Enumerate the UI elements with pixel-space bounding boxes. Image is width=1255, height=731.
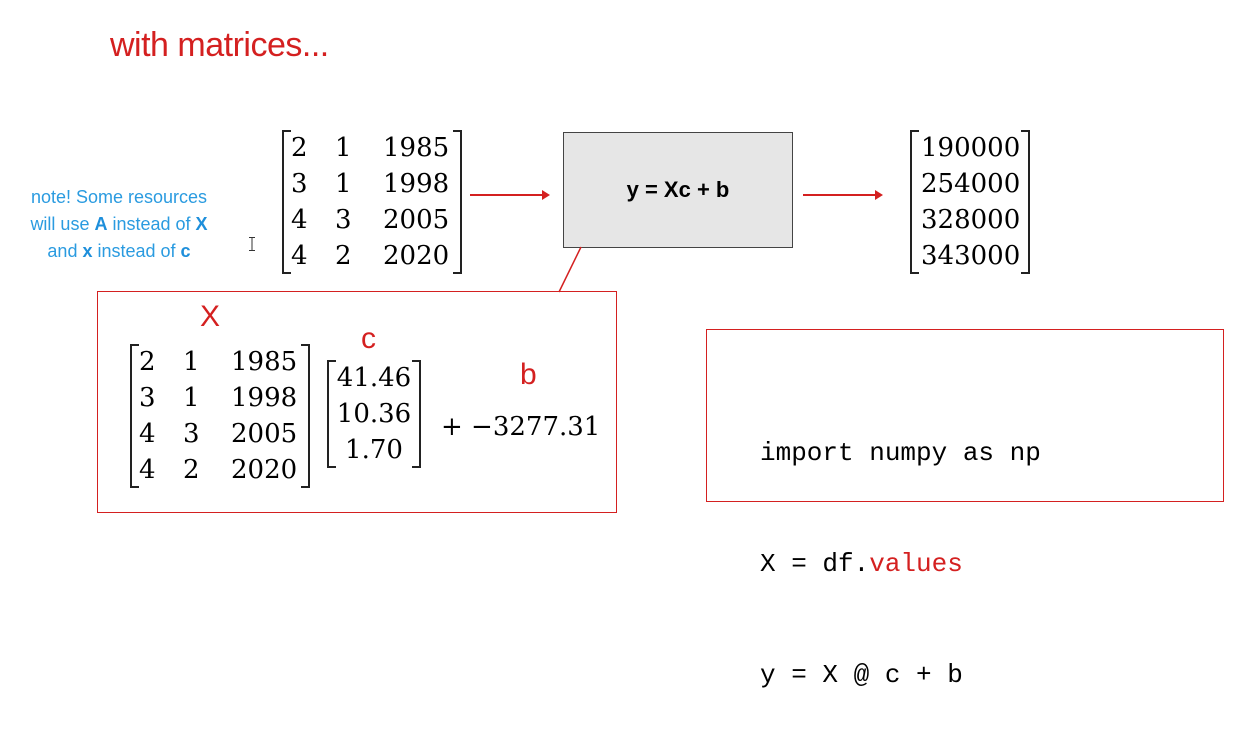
matrix-cell: 3 <box>291 169 308 199</box>
note-line-1: note! Some resources <box>30 187 208 207</box>
code-line-2: X = df.values <box>760 549 963 579</box>
vector-cell: 328000 <box>921 205 1021 235</box>
vector-cell: 190000 <box>921 133 1021 163</box>
detail-x-matrix: 2 3 4 4 1 1 3 2 1985 1998 2005 2020 <box>130 344 310 488</box>
matrix-cell: 2005 <box>231 419 298 449</box>
vector-bracket-right <box>412 360 421 468</box>
code-box <box>706 329 1224 502</box>
arrow-to-formula <box>470 190 550 200</box>
vector-bracket-left <box>910 130 919 274</box>
matrix-cell: 2 <box>335 241 352 271</box>
vector-bracket-left <box>327 360 336 468</box>
matrix-cell: 4 <box>139 455 156 485</box>
matrix-cell: 3 <box>139 383 156 413</box>
detail-box <box>97 291 617 513</box>
connector-line <box>558 246 582 293</box>
b-label: b <box>520 358 537 391</box>
code-line-1: import numpy as np <box>760 438 1041 468</box>
formula-box: y = Xc + b <box>563 132 793 248</box>
matrix-cell: 4 <box>291 241 308 271</box>
vector-cell: 254000 <box>921 169 1021 199</box>
vector-bracket-right <box>1021 130 1030 274</box>
matrix-cell: 2 <box>183 455 200 485</box>
vector-cell: 10.36 <box>336 399 412 429</box>
matrix-cell: 2 <box>139 347 156 377</box>
vector-cell: 1.70 <box>345 435 403 465</box>
note-line-3: and x instead of c <box>47 241 191 261</box>
matrix-cell: 2020 <box>231 455 298 485</box>
matrix-cell: 2020 <box>383 241 450 271</box>
code-line-3: y = X @ c + b <box>760 660 963 690</box>
matrix-cell: 1 <box>183 347 200 377</box>
matrix-cell: 1 <box>335 133 352 163</box>
matrix-bracket-right <box>301 344 310 488</box>
matrix-cell: 1 <box>335 169 352 199</box>
matrix-cell: 2 <box>291 133 308 163</box>
output-vector: 190000 254000 328000 343000 <box>910 130 1030 274</box>
vector-cell: 343000 <box>921 241 1021 271</box>
matrix-cell: 1985 <box>383 133 450 163</box>
matrix-cell: 2005 <box>383 205 450 235</box>
vector-cell: 41.46 <box>336 363 412 393</box>
input-matrix: 2 3 4 4 1 1 3 2 1985 1998 2005 2020 <box>282 130 462 274</box>
matrix-bracket-right <box>453 130 462 274</box>
matrix-bracket-left <box>282 130 291 274</box>
matrix-bracket-left <box>130 344 139 488</box>
x-label: X <box>200 300 221 333</box>
matrix-cell: 1998 <box>383 169 450 199</box>
arrow-to-output <box>803 190 883 200</box>
note-text: note! Some resources will use A instead … <box>0 184 238 265</box>
matrix-cell: 4 <box>291 205 308 235</box>
matrix-cell: 1 <box>183 383 200 413</box>
detail-c-vector: 41.46 10.36 1.70 <box>327 360 421 468</box>
matrix-cell: 3 <box>183 419 200 449</box>
bias-term: + −3277.31 <box>441 412 601 442</box>
c-label: c <box>361 322 376 355</box>
matrix-cell: 4 <box>139 419 156 449</box>
matrix-cell: 3 <box>335 205 352 235</box>
text-cursor-icon <box>249 237 255 251</box>
note-line-2: will use A instead of X <box>30 214 208 234</box>
matrix-cell: 1998 <box>231 383 298 413</box>
code-block: import numpy as np X = df.values y = X @… <box>760 361 1041 731</box>
slide-title: with matrices... <box>110 26 329 64</box>
matrix-cell: 1985 <box>231 347 298 377</box>
